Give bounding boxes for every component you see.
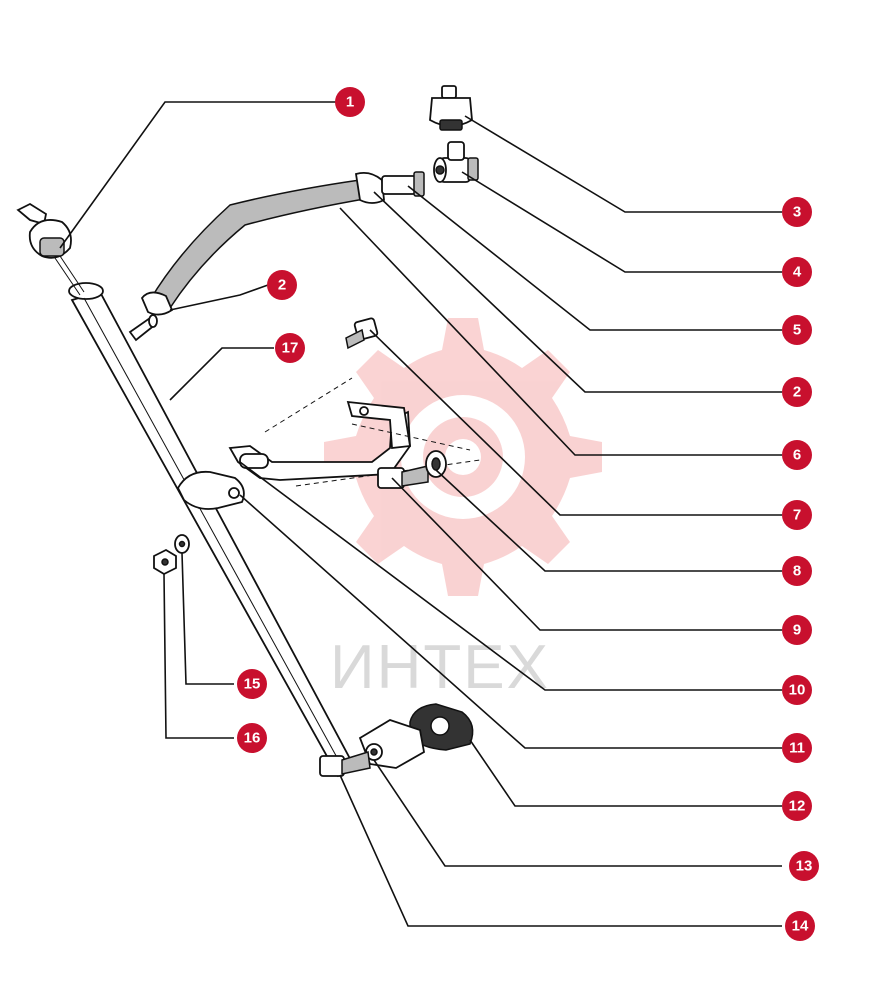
watermark-text: ИНТЕХ <box>330 633 550 702</box>
callout-label: 16 <box>244 730 261 747</box>
bolt-14 <box>319 751 371 777</box>
dipstick-tube <box>68 282 357 778</box>
callout-label: 17 <box>282 340 299 357</box>
callout-17[interactable]: 17 <box>275 333 305 363</box>
callout-label: 13 <box>796 858 813 875</box>
callout-label: 11 <box>789 740 805 757</box>
callout-label: 2 <box>278 277 286 294</box>
callout-label: 1 <box>346 94 354 111</box>
bolt-7 <box>345 317 379 350</box>
washer-8 <box>425 450 447 478</box>
callout-label: 6 <box>793 447 801 464</box>
callout-1[interactable]: 1 <box>335 87 365 117</box>
callout-label: 8 <box>793 563 801 580</box>
pressure-sensor <box>429 85 473 131</box>
callout-label: 14 <box>792 918 809 935</box>
callout-10[interactable]: 10 <box>782 675 812 705</box>
callout-2-right[interactable]: 2 <box>782 377 812 407</box>
washer-15 <box>174 534 190 554</box>
callout-2-lower-hose[interactable]: 2 <box>267 270 297 300</box>
callout-label: 9 <box>793 622 801 639</box>
watermark-gear-icon <box>324 318 602 596</box>
callout-14[interactable]: 14 <box>785 911 815 941</box>
callout-8[interactable]: 8 <box>782 556 812 586</box>
callout-3[interactable]: 3 <box>782 197 812 227</box>
callout-label: 3 <box>793 204 801 221</box>
callout-6[interactable]: 6 <box>782 440 812 470</box>
leader-lines <box>59 101 782 927</box>
callout-label: 7 <box>793 507 801 524</box>
tee-fitting <box>433 141 479 183</box>
callout-label: 12 <box>789 798 806 815</box>
callout-9[interactable]: 9 <box>782 615 812 645</box>
callout-label: 5 <box>793 322 801 339</box>
callout-label: 15 <box>244 676 261 693</box>
pin <box>128 314 158 342</box>
callout-12[interactable]: 12 <box>782 791 812 821</box>
hose <box>140 171 425 316</box>
callout-4[interactable]: 4 <box>782 257 812 287</box>
callout-7[interactable]: 7 <box>782 500 812 530</box>
callout-label: 10 <box>789 682 806 699</box>
callout-15[interactable]: 15 <box>237 669 267 699</box>
nut-16 <box>153 548 177 576</box>
callout-16[interactable]: 16 <box>237 723 267 753</box>
callout-5[interactable]: 5 <box>782 315 812 345</box>
callout-label: 2 <box>793 384 801 401</box>
callout-label: 4 <box>793 264 802 281</box>
callout-11[interactable]: 11 <box>782 733 812 763</box>
callout-13[interactable]: 13 <box>789 851 819 881</box>
dipstick-handle <box>16 202 85 296</box>
bracket <box>228 377 481 487</box>
